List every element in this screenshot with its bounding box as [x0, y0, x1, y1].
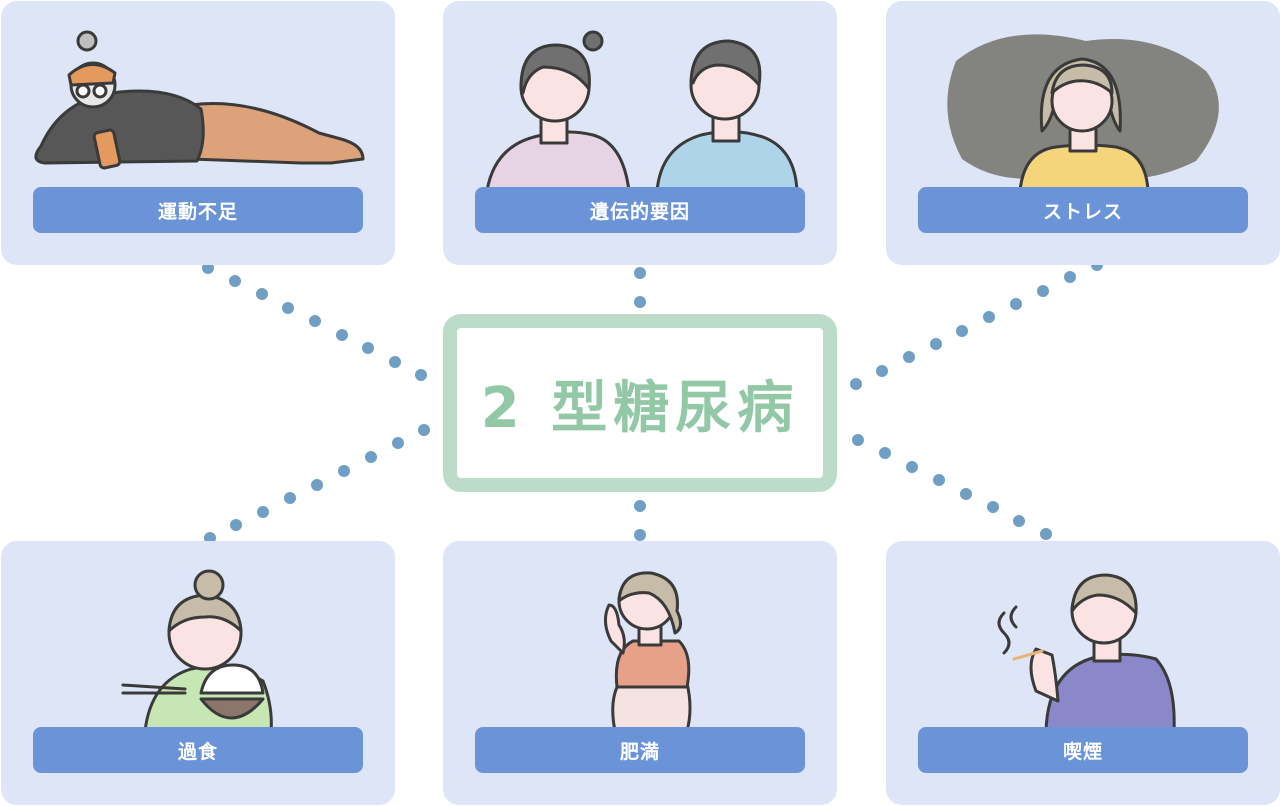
factor-card-genetic: 遺伝的要因: [443, 1, 837, 265]
family-illustration: [485, 30, 799, 193]
stressed-person-illustration: [947, 34, 1219, 193]
factor-card-stress: ストレス: [886, 1, 1280, 265]
factor-card-smoking: 喫煙: [886, 541, 1280, 805]
factor-card-overeating: 過食: [1, 541, 395, 805]
center-box: 2 型糖尿病: [443, 314, 837, 492]
lying-person-illustration: [34, 30, 365, 170]
smoking-person-illustration: [997, 573, 1176, 733]
factor-label: 喫煙: [918, 727, 1248, 773]
factor-label: 運動不足: [33, 187, 363, 233]
factor-label: ストレス: [918, 187, 1248, 233]
factor-card-lack-of-exercise: 運動不足: [1, 1, 395, 265]
factor-label: 過食: [33, 727, 363, 773]
factor-card-obesity: 肥満: [443, 541, 837, 805]
obese-person-illustration: [604, 571, 692, 733]
factor-label: 肥満: [475, 727, 805, 773]
factor-label: 遺伝的要因: [475, 187, 805, 233]
overeating-illustration: [121, 569, 273, 733]
center-title: 2 型糖尿病: [480, 375, 800, 441]
